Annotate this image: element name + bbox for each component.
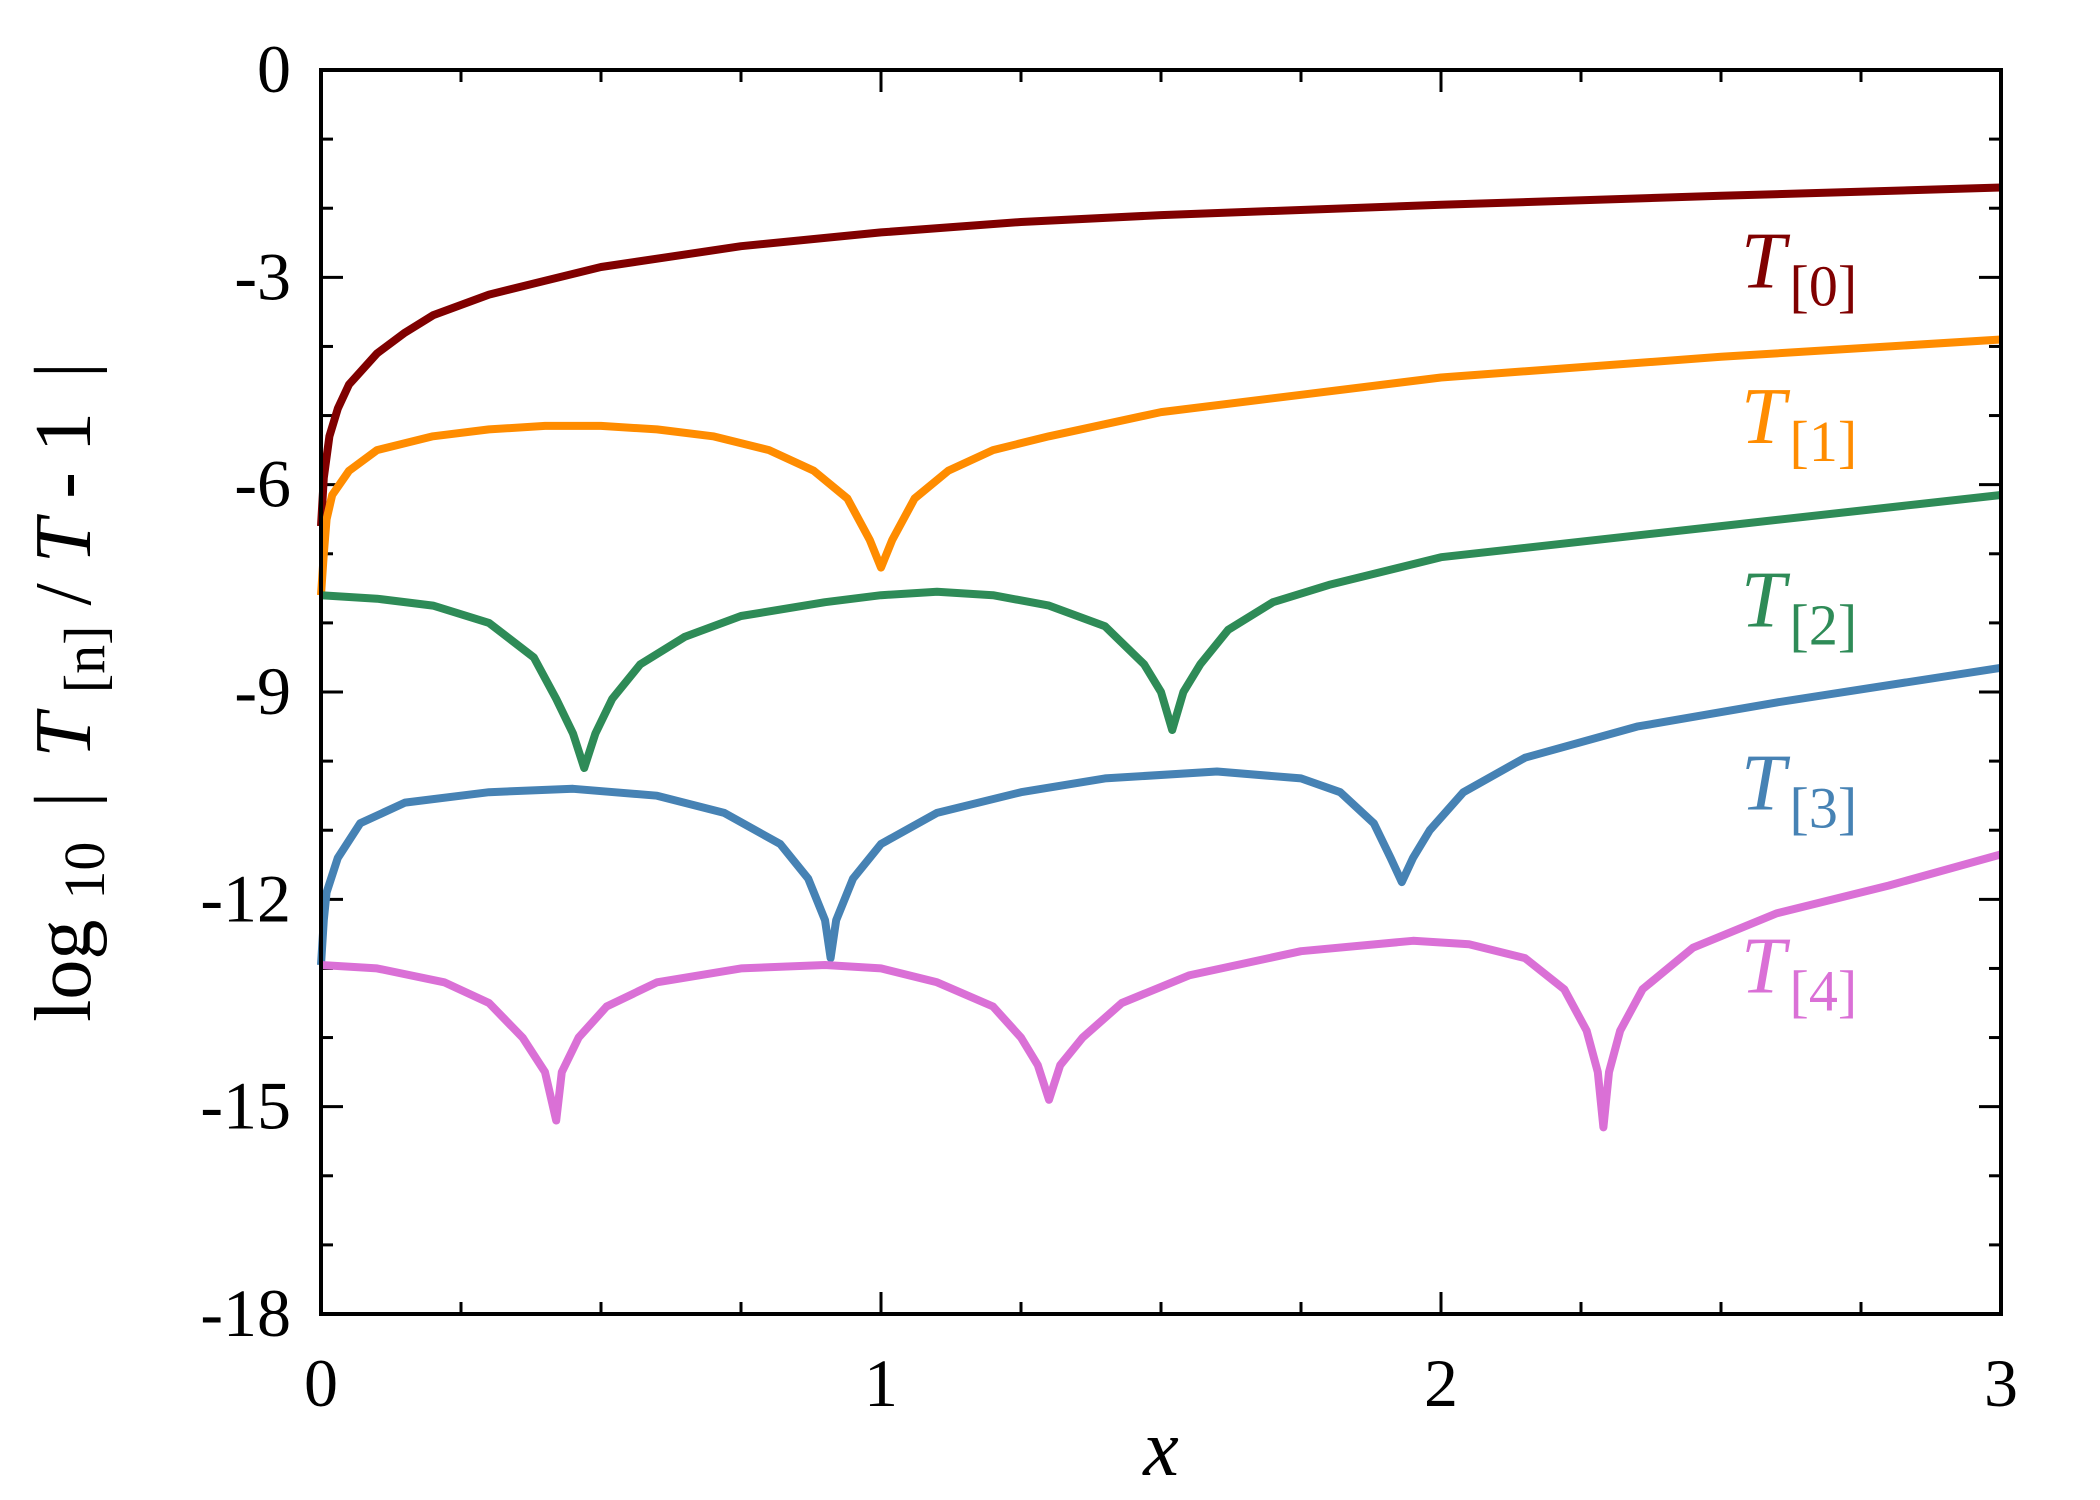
series-label-name: T — [1741, 923, 1791, 1011]
series-label-name: T — [1741, 739, 1791, 827]
series-line-0 — [317, 183, 2002, 527]
y-tick-label: -15 — [200, 1068, 291, 1144]
x-tick-labels: 0 1 2 3 — [304, 1345, 2018, 1421]
y-tick-label: 0 — [257, 31, 291, 107]
series-line-1 — [317, 335, 2002, 596]
x-tick-label: 2 — [1424, 1345, 1458, 1421]
series-label-2: T[2] — [1741, 556, 1857, 657]
y-axis-title-log-base: 10 — [52, 842, 117, 900]
y-axis-title-t2: T — [20, 513, 108, 563]
y-axis-title-bar-open: | — [20, 792, 108, 808]
y-tick-label: -12 — [200, 860, 291, 936]
series-label-sub: [0] — [1790, 254, 1858, 319]
x-tick-label: 1 — [864, 1345, 898, 1421]
x-tick-label: 0 — [304, 1345, 338, 1421]
series-lines — [317, 183, 2003, 1132]
series-line-3 — [317, 663, 2002, 966]
series-label-sub: [1] — [1790, 409, 1858, 474]
y-tick-label: -18 — [200, 1275, 291, 1351]
series-label-name: T — [1741, 556, 1791, 644]
y-tick-labels: 0 -3 -6 -9 -12 -15 -18 — [200, 31, 291, 1351]
series-label-0: T[0] — [1741, 218, 1857, 319]
series-label-sub: [3] — [1790, 775, 1858, 840]
series-label-name: T — [1741, 218, 1791, 306]
y-axis-title-bar-close: | — [20, 362, 108, 378]
y-axis-title: log 10 | T [n] / T - 1 | — [20, 362, 122, 1022]
y-axis-title-suffix: - 1 — [20, 412, 108, 499]
plot-frame — [319, 68, 2003, 1316]
series-labels: T[0]T[1]T[2]T[3]T[4] — [1741, 218, 1857, 1024]
series-label-4: T[4] — [1741, 923, 1857, 1024]
x-axis-title: x — [1142, 1405, 1179, 1493]
y-axis-title-prefix: log — [20, 920, 108, 1022]
y-tick-label: -9 — [234, 653, 291, 729]
y-axis-title-t1: T — [20, 708, 108, 758]
y-tick-label: -3 — [234, 238, 291, 314]
y-axis-title-sub: [n] — [52, 626, 117, 694]
y-tick-label: -6 — [234, 446, 291, 522]
series-label-name: T — [1741, 373, 1791, 461]
series-label-sub: [4] — [1790, 959, 1858, 1024]
x-tick-label: 3 — [1984, 1345, 2018, 1421]
series-line-2 — [320, 491, 2002, 772]
series-line-4 — [320, 850, 2003, 1132]
series-label-3: T[3] — [1741, 739, 1857, 840]
y-axis-title-middle: / — [20, 583, 108, 606]
series-label-1: T[1] — [1741, 373, 1857, 474]
series-label-sub: [2] — [1790, 592, 1858, 657]
